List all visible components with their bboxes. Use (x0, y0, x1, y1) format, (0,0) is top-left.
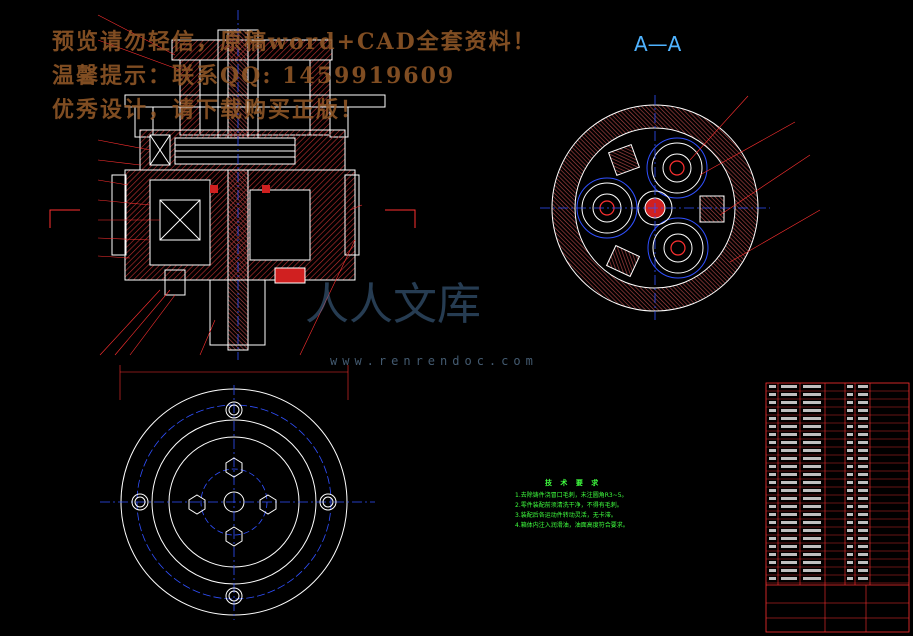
tech-req-item-2: 2.零件装配前须清洗干净，不得有毛刺。 (515, 502, 623, 509)
watermark-brand: 人人文库 (305, 279, 481, 330)
tech-req-item-1: 1.去除铸件浇冒口毛刺，未注圆角R3~5。 (515, 492, 628, 499)
tech-req-item-4: 4.箱体内注入润滑油，油面高度符合要求。 (515, 522, 629, 529)
technical-requirements: 技 术 要 求 1.去除铸件浇冒口毛刺，未注圆角R3~5。 2.零件装配前须清洗… (515, 478, 629, 531)
technical-requirements-title: 技 术 要 求 (545, 479, 602, 487)
watermark-line-1: 预览请勿轻信，原稿word+CAD全套资料！ (52, 29, 537, 55)
watermark-url: www.renrendoc.com (330, 354, 538, 368)
section-a-a-label: A—A (634, 32, 682, 56)
assembly-section-view (49, 10, 416, 360)
section-a-a-view (540, 95, 821, 320)
tech-req-item-3: 3.装配后各运动件转动灵活，无卡滞。 (515, 512, 617, 519)
watermark-line-2: 温馨提示：联系QQ: 1459919609 (52, 63, 456, 89)
parts-list-table (765, 382, 910, 633)
watermark-line-3: 优秀设计，请下载购买正版！ (52, 97, 365, 123)
flange-plan-view (100, 365, 375, 620)
